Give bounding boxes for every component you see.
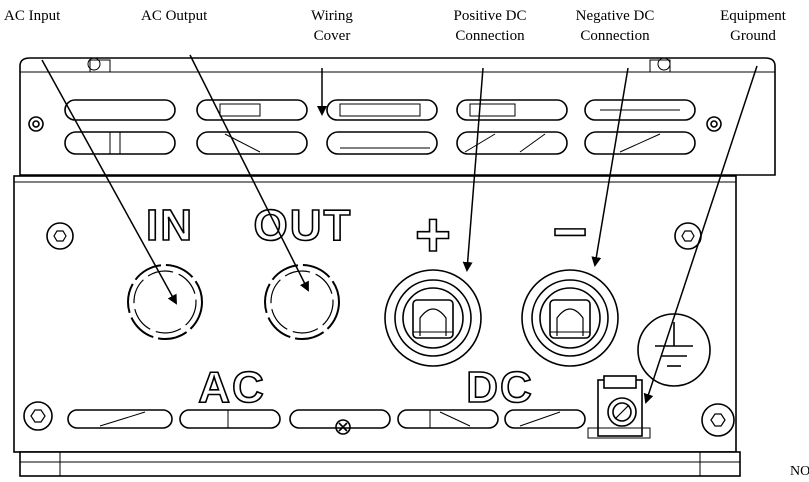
phillips-screw-icon: [335, 419, 351, 435]
label-ac-input: AC Input: [4, 8, 61, 24]
label-out: OUT: [254, 201, 353, 250]
screw-icon: [28, 116, 44, 132]
label-minus: −: [552, 198, 587, 265]
leader-negative-dc: [591, 67, 629, 267]
negative-dc-terminal: [521, 269, 619, 367]
hex-screw-icon: [701, 403, 735, 437]
label-in: IN: [146, 201, 194, 250]
label-equipment-ground: Equipment Ground: [720, 8, 786, 44]
label-negative-dc: Negative DC Connection: [575, 8, 655, 44]
ground-lug: [587, 375, 651, 439]
label-ac: AC: [198, 363, 266, 412]
hex-screw-icon: [46, 222, 74, 250]
leader-ac-input: [41, 59, 177, 305]
base-strip: [19, 451, 741, 477]
hex-screw-icon: [23, 401, 53, 431]
label-positive-dc: Positive DC Connection: [453, 8, 527, 44]
label-dc: DC: [466, 363, 534, 412]
leader-equipment-ground: [643, 65, 758, 404]
leader-positive-dc: [462, 67, 484, 272]
ac-output-knockout: [264, 264, 340, 340]
wiring-cover-plate: [19, 57, 776, 176]
label-plus: +: [415, 201, 451, 270]
label-ac-output: AC Output: [141, 8, 208, 24]
ground-symbol-icon: [637, 313, 711, 387]
ac-input-knockout: [127, 264, 203, 340]
positive-dc-terminal: [384, 269, 482, 367]
footer-fragment: NO: [790, 464, 809, 479]
label-wiring-cover: Wiring Cover: [311, 8, 353, 44]
front-panel: [13, 175, 737, 453]
leader-ac-output: [189, 54, 309, 292]
screw-icon: [706, 116, 722, 132]
